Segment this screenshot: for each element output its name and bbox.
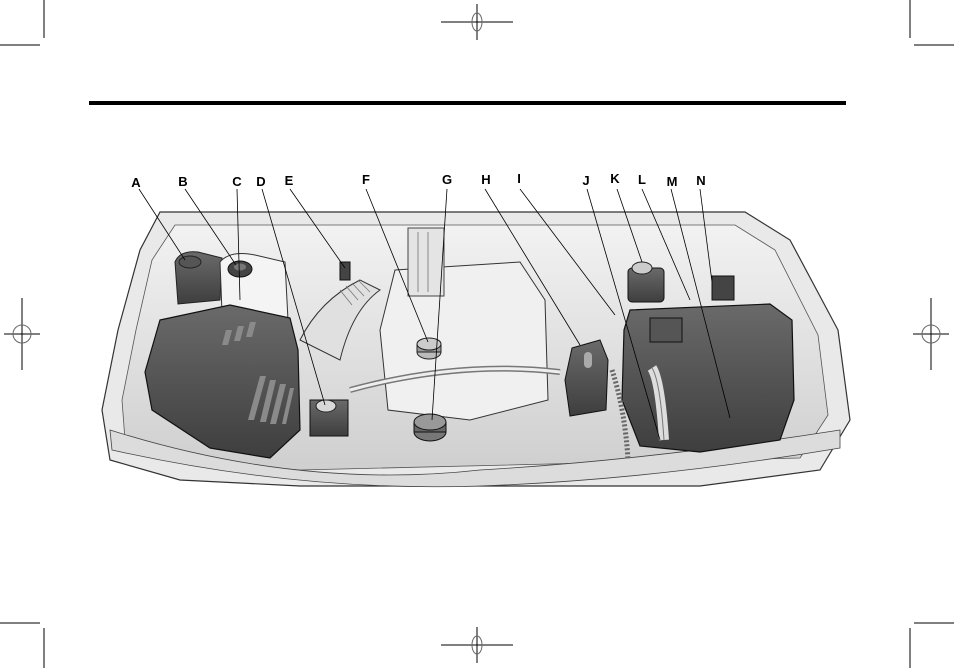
callout-j: J — [582, 173, 590, 188]
callout-f: F — [362, 172, 370, 187]
intake-duct — [299, 279, 381, 361]
engine-oil-dipstick — [413, 413, 447, 442]
callout-e: E — [284, 173, 294, 188]
sensor-connector — [339, 261, 351, 281]
engine-oil-fill-cap — [416, 337, 442, 360]
power-steering-reservoir — [309, 399, 349, 437]
callout-a: A — [131, 175, 141, 190]
brake-fluid-reservoir — [627, 261, 665, 303]
callout-h: H — [481, 172, 491, 187]
callout-d: D — [256, 174, 266, 189]
callout-c: C — [232, 174, 242, 189]
engine-block — [379, 227, 549, 421]
washer-fluid-reservoir — [174, 251, 223, 305]
battery — [621, 303, 795, 453]
underhood-fuse-block — [711, 275, 735, 301]
callout-n: N — [696, 173, 706, 188]
header-rule — [89, 101, 846, 105]
callout-k: K — [610, 171, 620, 186]
air-cleaner — [144, 304, 301, 459]
callout-m: M — [666, 174, 678, 189]
callout-i: I — [517, 171, 521, 186]
callout-leaders — [138, 188, 731, 441]
callout-g: G — [441, 172, 453, 187]
remote-positive-terminal-cover — [564, 339, 609, 417]
callout-b: B — [178, 174, 188, 189]
callout-l: L — [638, 172, 646, 187]
